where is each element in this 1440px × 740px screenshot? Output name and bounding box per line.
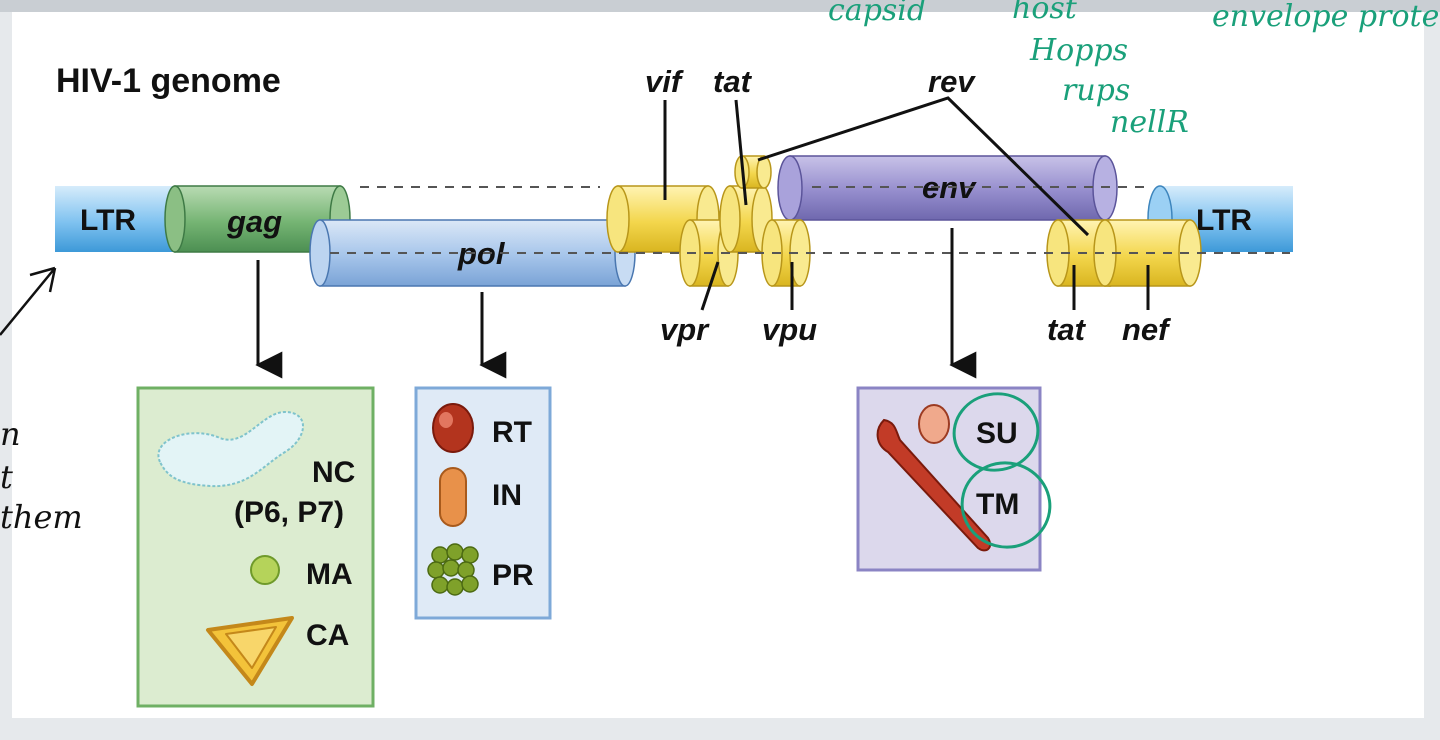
handwriting-note-3: nellR (1110, 105, 1189, 140)
handwriting-note-2: rups (1062, 73, 1130, 108)
ltr-right: LTR (1147, 185, 1293, 253)
env-products-box: SU TM (856, 386, 1042, 572)
rt-label: RT (492, 416, 532, 449)
handwriting-capsid: capsid (828, 0, 926, 28)
handwritten-arrow (0, 266, 57, 336)
vpr-label: vpr (660, 312, 710, 347)
nc-protein-icon (157, 410, 304, 488)
tm-label: TM (976, 488, 1019, 521)
tat-bottom-label: tat (1047, 312, 1087, 347)
rt-protein-icon (432, 403, 474, 453)
tm-protein-icon (876, 418, 992, 552)
ma-protein-icon (250, 555, 280, 585)
diagram-title: HIV-1 genome (56, 62, 281, 100)
pr-protein-icon (427, 543, 479, 596)
vpu-label: vpu (762, 312, 817, 347)
nef-label: nef (1122, 312, 1171, 347)
ma-label: MA (306, 558, 353, 591)
vif-label: vif (645, 64, 684, 99)
pr-label: PR (492, 559, 534, 592)
su-label: SU (976, 417, 1018, 450)
handwriting-left-3: them (0, 498, 83, 536)
pol-products-box: RT IN PR (414, 386, 552, 620)
gag-label: gag (226, 204, 282, 239)
nc-label: NC (312, 456, 355, 489)
handwriting-envelope-proteins: envelope proteins (1212, 0, 1440, 34)
pol-label: pol (457, 236, 506, 271)
handwriting-host: host (1012, 0, 1078, 26)
tm-circle-mark (960, 461, 1052, 549)
su-protein-icon (918, 404, 950, 444)
handwriting-note-1: Hopps (1029, 33, 1128, 68)
tat-top-label: tat (713, 64, 753, 99)
in-label: IN (492, 479, 522, 512)
product-arrows (255, 228, 977, 379)
handwriting-left-2: t (0, 458, 13, 496)
gag-products-box: NC (P6, P7) MA CA (136, 386, 375, 708)
leader-lines (663, 96, 1150, 311)
in-protein-icon (439, 467, 467, 527)
rev-label: rev (928, 64, 976, 99)
handwriting-left-1: n (0, 415, 21, 453)
top-band (0, 0, 1440, 12)
nc-subunits-label: (P6, P7) (234, 496, 344, 529)
vpu-gene (761, 219, 811, 287)
ltr-left-label: LTR (80, 204, 136, 237)
su-circle-mark (952, 392, 1040, 472)
ltr-right-label: LTR (1196, 204, 1252, 237)
env-gene: env (777, 155, 1118, 221)
handwritten-annotations: capsid host Hopps rups nellR envelope pr… (0, 0, 1440, 549)
gag-gene: gag (164, 185, 351, 253)
reading-frame-lines (330, 186, 1290, 254)
ca-label: CA (306, 619, 349, 652)
